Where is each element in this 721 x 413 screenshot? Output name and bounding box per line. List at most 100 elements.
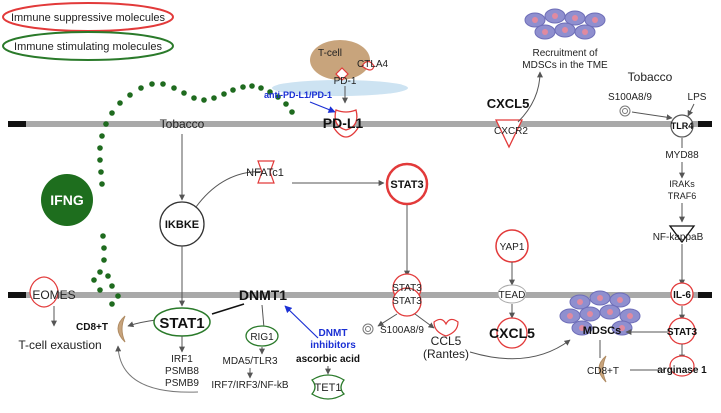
rantes-label: (Rantes) [423, 347, 469, 361]
irf7-to-cd8t-link [115, 345, 199, 393]
anti-pd-inhibit [309, 101, 336, 113]
ifng-dot [101, 245, 107, 251]
ifng-dot [160, 81, 166, 87]
s100-top-icon [619, 105, 631, 117]
cxcr2-shape [494, 119, 524, 149]
stat3-dimer-bottom [392, 287, 422, 317]
il6-label: IL-6 [673, 290, 691, 301]
ifng-dot [230, 87, 236, 93]
cd8t-left-cell [117, 315, 126, 343]
legend: Immune suppressive molecules Immune stim… [2, 2, 174, 61]
cxcl5-nuc-label: CXCL5 [489, 325, 535, 341]
stat3-dimer-label-a: STAT3 [392, 283, 422, 294]
ifng-dot [99, 181, 105, 187]
stat3-ccl5-link [414, 313, 435, 329]
dnmt-inhibitors-line2: inhibitors [310, 340, 356, 351]
ifng-dot [258, 85, 264, 91]
ifng-dot [99, 133, 105, 139]
anti-pd-label: anti-PD-L1/PD-1 [264, 90, 332, 100]
ifng-dot [105, 273, 111, 279]
psmb8-label: PSMB8 [165, 366, 199, 377]
rig1-label: RIG1 [250, 332, 274, 343]
recruit-line1: Recruitment of [532, 48, 597, 59]
mdsc-nucleus [562, 27, 568, 33]
tcell-label: T-cell [318, 48, 342, 59]
stat1-cd8t-link [127, 319, 157, 328]
cell-membrane [8, 121, 712, 127]
legend-suppressive-label: Immune suppressive molecules [11, 12, 166, 24]
ifng-label: IFNG [50, 192, 84, 208]
mdsc-nucleus [627, 313, 633, 319]
ifng-dot [91, 277, 97, 283]
legend-stimulating-label: Immune stimulating molecules [14, 41, 162, 53]
mdsc-nucleus [617, 297, 623, 303]
stat3-s100-link [377, 313, 398, 327]
stat3-dimer-label-b: STAT3 [392, 296, 422, 307]
nfatc1-shape [257, 160, 275, 184]
ifng-dot [97, 269, 103, 275]
legend-stimulating-oval [2, 31, 174, 61]
ccl5-shape [433, 318, 459, 337]
nfkappab-triangle [668, 225, 696, 244]
ifng-dot [97, 157, 103, 163]
lps-tlr4-link [687, 103, 695, 117]
membrane-cap-right [698, 121, 712, 127]
mdsc-cluster-top [524, 8, 606, 40]
nfatc1-label: NFATc1 [246, 167, 284, 179]
iraks-label: IRAKs [669, 179, 695, 189]
dnmt1-stat1-inhibit [211, 303, 245, 315]
arginase-label: arginase 1 [657, 365, 707, 376]
ifng-dot [98, 169, 104, 175]
dnmt-inhibitors-line1: DNMT [319, 328, 348, 339]
tlr4-node [670, 114, 694, 138]
cd8t-right-label: CD8+T [587, 366, 619, 377]
cxcr2-to-recruit [517, 71, 543, 123]
mdsc-nucleus [552, 13, 558, 19]
s100-top-label: S100A8/9 [608, 92, 652, 103]
pd1-label: PD-1 [334, 76, 357, 87]
ifng-dotted-path [91, 81, 295, 307]
ifng-dot [109, 301, 115, 307]
mdsc-nucleus [592, 17, 598, 23]
tead-label: TEAD [499, 290, 526, 301]
s100-nuc-icon [362, 323, 374, 335]
arginase-ring [669, 355, 695, 377]
ifng-dot [267, 89, 273, 95]
ifng-node [41, 174, 93, 226]
tet1-label: TET1 [315, 382, 342, 394]
mdsc-nucleus [579, 325, 585, 331]
dnmt1-rig1-inhibit [261, 304, 265, 329]
s100-nuc-icon-inner [365, 326, 371, 332]
mdsc-nucleus [619, 325, 625, 331]
ifng-dot [249, 83, 255, 89]
ikbke-label: IKBKE [165, 219, 199, 231]
eomes-shape [29, 276, 59, 308]
ifng-dot [109, 110, 115, 116]
ifng-dot [283, 101, 289, 107]
membrane-cap-left [8, 121, 26, 127]
dnmt-inhibitors-link [284, 305, 319, 339]
ifng-dot [211, 95, 217, 101]
ascorbic-label: ascorbic acid [296, 354, 360, 365]
ifng-dot [100, 233, 106, 239]
nuclear-cap-right [698, 292, 712, 298]
stat1-label: STAT1 [159, 315, 204, 332]
s100-tlr4-link [631, 111, 673, 121]
mdsc-cluster-bottom [559, 290, 641, 336]
tcell-exhaustion-label: T-cell exaustion [18, 338, 101, 352]
nuclear-membrane [8, 292, 712, 298]
s100-nuc-label: S100A8/9 [380, 325, 424, 336]
ifng-dot [138, 85, 144, 91]
mdscs-label: MDSCs [583, 325, 622, 337]
ifng-dot [117, 100, 123, 106]
s100-top-icon-inner [622, 108, 628, 114]
ctla4-shape [361, 60, 375, 71]
mdsc-nucleus [572, 15, 578, 21]
ifng-dot [171, 85, 177, 91]
psmb9-label: PSMB9 [165, 378, 199, 389]
tobacco-right-label: Tobacco [628, 70, 673, 84]
ifng-dot [97, 287, 103, 293]
ifng-dot [127, 92, 133, 98]
mdsc-nucleus [542, 29, 548, 35]
